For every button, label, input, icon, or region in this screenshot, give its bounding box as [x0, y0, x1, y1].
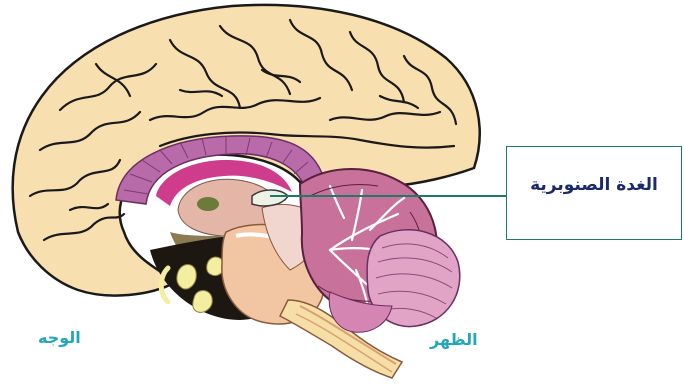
pineal-gland-label: الغدة الصنوبرية [507, 175, 681, 195]
pineal-callout-box: الغدة الصنوبرية [506, 146, 682, 240]
pineal-gland [252, 190, 288, 206]
front-orientation-label: الوجه [38, 328, 81, 347]
back-orientation-label: الظهر [430, 330, 478, 349]
thalamus-nucleus [197, 197, 219, 211]
